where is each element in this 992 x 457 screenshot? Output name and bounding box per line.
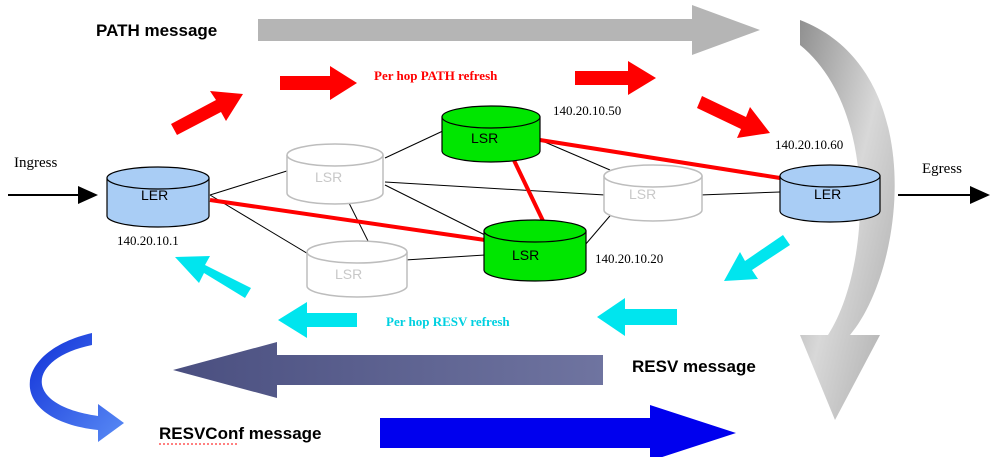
resv-refresh-arrow-2: [597, 298, 677, 336]
resvconf-message-arrow: [380, 405, 736, 457]
egress-arrow: [898, 186, 990, 204]
lsr-idle-right: LSR: [603, 164, 703, 222]
resv-refresh-arrows: [175, 235, 790, 338]
path-refresh-arrow-1: [171, 91, 243, 135]
path-refresh-arrow-2: [280, 66, 357, 100]
resv-refresh-arrow-1: [724, 235, 790, 281]
path-refresh-arrows: [171, 61, 770, 138]
lsr-active-top-label: LSR: [471, 130, 498, 146]
resvconf-message-label: RESVConf message: [159, 424, 322, 443]
path-refresh-label: Per hop PATH refresh: [374, 68, 498, 83]
resv-refresh-label: Per hop RESV refresh: [386, 314, 510, 329]
lsp-path-links: [209, 138, 781, 242]
ler-egress-label: LER: [814, 186, 841, 202]
ler-ingress-ip: 140.20.10.1: [117, 233, 179, 248]
path-message-arrow: [258, 5, 760, 55]
lsr-idle-lower-left: LSR: [306, 240, 408, 298]
network-links: [209, 129, 781, 261]
resv-message-arrow: [173, 342, 603, 398]
ler-egress-ip: 140.20.10.60: [775, 137, 843, 152]
path-refresh-arrow-4: [697, 96, 770, 138]
resvconf-curl-arrow: [29, 333, 124, 442]
path-refresh-arrow-3: [575, 61, 656, 95]
egress-label: Egress: [922, 161, 962, 177]
resv-refresh-arrow-3: [278, 302, 357, 338]
path-message-label: PATH message: [96, 21, 217, 40]
ingress-label: Ingress: [14, 155, 57, 171]
lsr-idle-right-label: LSR: [629, 186, 656, 202]
resv-refresh-arrow-4: [175, 256, 251, 298]
resv-message-label: RESV message: [632, 357, 756, 376]
ler-egress: LER: [779, 164, 881, 223]
path-resv-turn-arc: [800, 20, 895, 420]
lsr-active-bottom-label: LSR: [512, 247, 539, 263]
ingress-arrow: [8, 186, 98, 204]
lsr-idle-upper-left-label: LSR: [315, 169, 342, 185]
lsr-active-bottom-ip: 140.20.10.20: [595, 251, 663, 266]
lsr-active-bottom: LSR: [483, 219, 587, 282]
lsr-active-top: LSR: [441, 105, 541, 163]
ler-ingress: LER: [106, 166, 210, 228]
lsr-idle-lower-left-label: LSR: [335, 266, 362, 282]
lsr-idle-upper-left: LSR: [286, 143, 384, 205]
lsr-active-top-ip: 140.20.10.50: [553, 103, 621, 118]
ler-ingress-label: LER: [141, 187, 168, 203]
